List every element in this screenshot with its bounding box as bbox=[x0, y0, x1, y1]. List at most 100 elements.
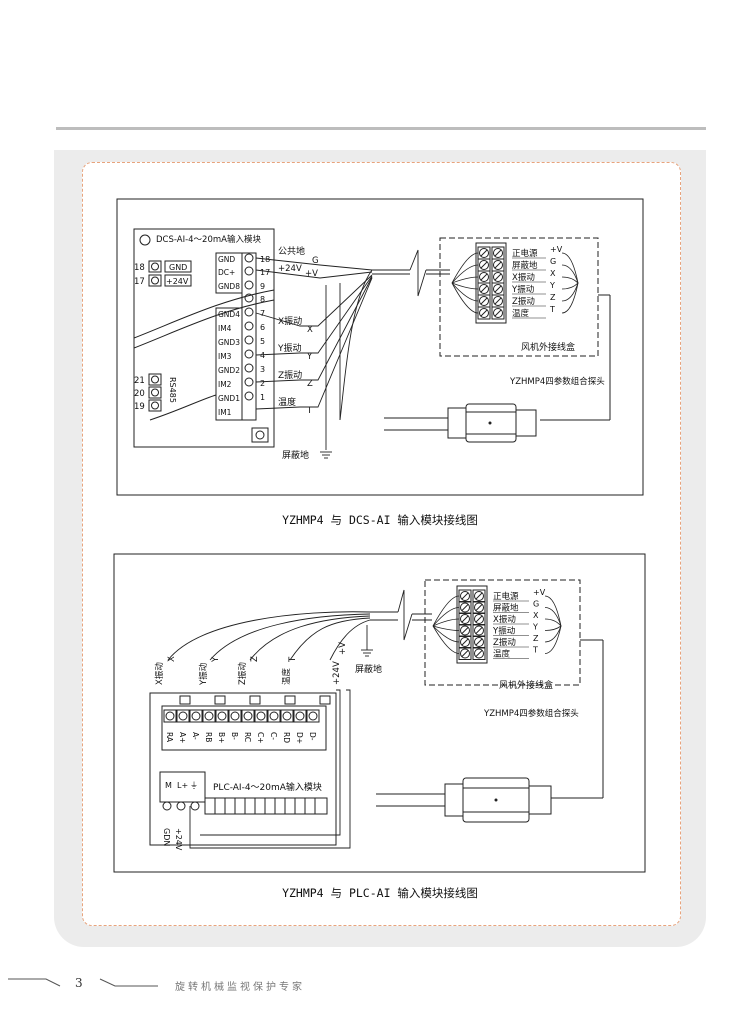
plc-terminal-screw bbox=[308, 711, 318, 721]
plc-terminal-label: RC bbox=[243, 732, 252, 742]
plc-terminal-screw bbox=[217, 711, 227, 721]
wire-label: X振动 bbox=[154, 662, 165, 685]
wire-label: 温度 bbox=[281, 667, 292, 685]
plc-signal-wires bbox=[167, 589, 432, 849]
box-terminal-screw bbox=[493, 272, 503, 282]
diagram-plc-frame bbox=[113, 553, 646, 873]
box-pin-label: T bbox=[549, 305, 555, 314]
box-fan-wire bbox=[432, 625, 460, 643]
screw-slot bbox=[480, 249, 488, 257]
screw-slot bbox=[461, 638, 469, 646]
terminal-label: +24V bbox=[166, 277, 189, 286]
box-terminal-label: Y振动 bbox=[511, 284, 535, 295]
box-pin-label: G bbox=[550, 257, 556, 266]
plc-terminal-frame bbox=[176, 709, 190, 723]
signal-z: Z bbox=[307, 379, 313, 389]
plc-terminal-screw bbox=[243, 711, 253, 721]
box-terminal-frame bbox=[491, 306, 505, 320]
signal-z-vib: Z振动 bbox=[278, 369, 302, 381]
screw-slot bbox=[461, 604, 469, 611]
terminal-num: 17 bbox=[260, 268, 270, 277]
box-fan-wire bbox=[432, 618, 460, 627]
signal-shield: 屏蔽地 bbox=[282, 449, 309, 461]
terminal-num: 19 bbox=[134, 402, 145, 412]
screw-slot bbox=[494, 249, 502, 257]
junction-box-2 bbox=[424, 579, 581, 686]
box-fan-wire bbox=[451, 282, 479, 302]
box-terminal-screw bbox=[460, 648, 470, 659]
signal-temp: 温度 bbox=[278, 396, 296, 408]
plc-top-tab bbox=[319, 695, 331, 705]
screw-slot bbox=[480, 297, 488, 305]
content-card-inner bbox=[82, 162, 681, 926]
box-terminal-screw bbox=[479, 248, 489, 258]
signal-t: T bbox=[306, 406, 313, 416]
terminal-label: GND bbox=[218, 255, 235, 264]
box-terminal-screw bbox=[479, 296, 489, 306]
box-fan-wire bbox=[544, 607, 562, 627]
dcs-terminals: GNDDC+GND8GND4IM4GND3IM3GND2IM2GND1IM118… bbox=[218, 253, 270, 417]
footer-slogan: 旋转机械监视保护专家 bbox=[175, 982, 305, 993]
plc-top-tab bbox=[214, 695, 226, 705]
box-pin-label: Z bbox=[533, 634, 539, 643]
box-terminal-screw bbox=[479, 272, 489, 282]
plc-terminal-frame bbox=[267, 709, 281, 723]
terminal-num: 3 bbox=[260, 365, 265, 374]
junction-box-1 bbox=[439, 237, 599, 357]
probe-sensor-1 bbox=[384, 403, 537, 443]
box-fan-wire bbox=[451, 282, 479, 290]
screw-slot bbox=[475, 627, 483, 634]
plc-terminal-frame bbox=[241, 709, 255, 723]
plc-terminal-label: D+ bbox=[295, 732, 304, 744]
terminal-num: 1 bbox=[260, 393, 265, 402]
box-terminal-screw bbox=[460, 637, 470, 647]
wire-label: Z振动 bbox=[237, 662, 248, 685]
probe-name: YZHMP4四参数组合探头 bbox=[483, 708, 579, 719]
p24v-label: +24V bbox=[174, 828, 183, 851]
box-terminal-screw bbox=[493, 248, 503, 258]
screw-slot bbox=[480, 273, 488, 281]
box-pin-label: +V bbox=[533, 588, 546, 597]
top-divider bbox=[56, 127, 706, 130]
box-pin-label: Z bbox=[550, 293, 556, 302]
plc-slot-lines bbox=[214, 798, 316, 814]
screw-slot bbox=[475, 638, 483, 646]
terminal-num: 2 bbox=[260, 379, 265, 388]
plc-terminal-label: C- bbox=[269, 732, 278, 740]
plc-terminal-frame bbox=[228, 709, 242, 723]
box-terminal-screw bbox=[474, 614, 484, 624]
signal-g: G bbox=[312, 256, 319, 266]
footer-lines bbox=[8, 978, 158, 987]
internal-wire bbox=[149, 394, 217, 421]
signal-x: X bbox=[307, 325, 313, 335]
terminal-num: 17 bbox=[134, 277, 145, 287]
box-terminal-screw bbox=[460, 625, 470, 636]
box-terminal-screw bbox=[479, 308, 489, 318]
box-terminal-label: 正电源 bbox=[493, 591, 519, 602]
box-fan-wire bbox=[544, 595, 562, 627]
terminal-screw bbox=[244, 293, 254, 303]
plc-terminal-frame bbox=[293, 709, 307, 723]
terminal-label: GND8 bbox=[218, 282, 240, 291]
terminal-screw bbox=[244, 377, 254, 387]
signal-label-common-ground: 公共地 bbox=[278, 245, 305, 257]
box-pin-label: Y bbox=[532, 623, 538, 632]
terminal-label: DC+ bbox=[218, 268, 235, 277]
box-terminal-label: 温度 bbox=[512, 308, 530, 319]
box-fan-wire bbox=[561, 276, 579, 284]
power-label: M bbox=[165, 781, 172, 790]
caption-plc: YZHMP4 与 PLC-AI 输入模块接线图 bbox=[282, 886, 478, 900]
rs485-label: RS485 bbox=[168, 377, 177, 403]
terminal-screw bbox=[244, 307, 254, 317]
screw-slot bbox=[494, 273, 502, 281]
plc-terminal-label: A- bbox=[191, 732, 200, 740]
box-terminal-screw bbox=[493, 308, 503, 318]
plc-terminal-screw bbox=[282, 711, 292, 721]
box-fan-wire bbox=[544, 625, 562, 631]
box-fan-wire bbox=[544, 618, 562, 627]
box-fan-wire bbox=[544, 625, 562, 643]
